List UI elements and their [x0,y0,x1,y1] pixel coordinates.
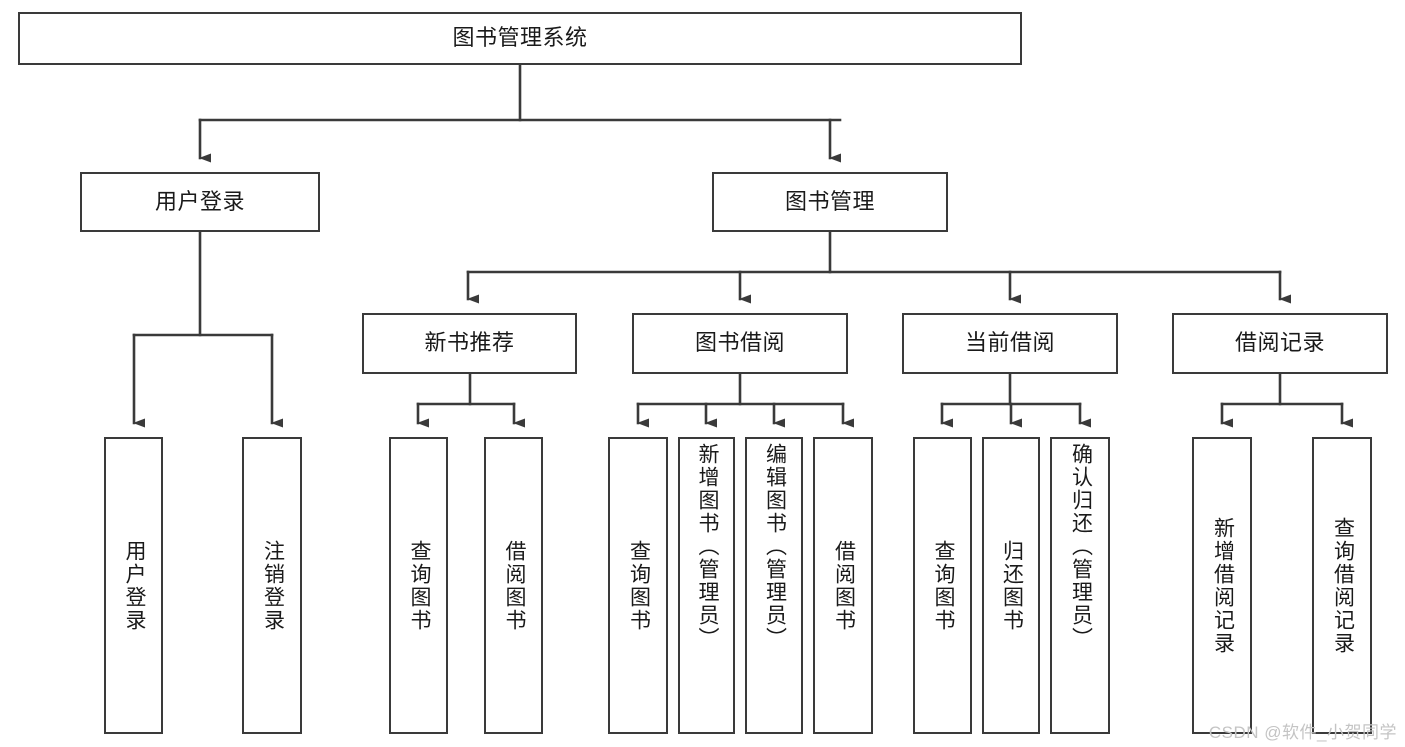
leaf-inner: 归还图书 [984,439,1038,732]
node-leaf-borrow-book-label: 借阅图书 [832,539,856,632]
node-root-label: 图书管理系统 [452,25,588,51]
node-leaf-query-borrow-record-label: 查询借阅记录 [1331,516,1355,655]
node-leaf-query-book-current[interactable]: 查询图书 [913,437,972,734]
leaf-inner: 用户登录 [106,439,161,732]
node-leaf-query-book-borrow[interactable]: 查询图书 [608,437,668,734]
node-current-borrow-label: 当前借阅 [964,330,1055,356]
leaf-inner: 查询图书 [610,439,666,732]
node-user-login[interactable]: 用户登录 [80,172,320,232]
node-user-login-label: 用户登录 [154,188,245,214]
node-leaf-borrow-book[interactable]: 借阅图书 [813,437,873,734]
node-book-manage-label: 图书管理 [784,188,875,214]
node-leaf-return-book[interactable]: 归还图书 [982,437,1040,734]
node-leaf-user-login-label: 用户登录 [122,539,146,632]
leaf-inner: 编辑图书（管理员） [747,439,801,736]
node-leaf-add-book-admin-label: 新增图书（管理员） [695,443,719,650]
node-leaf-borrow-book-new[interactable]: 借阅图书 [484,437,543,734]
node-leaf-borrow-book-new-label: 借阅图书 [502,539,526,632]
leaf-inner: 查询借阅记录 [1314,439,1370,732]
node-leaf-user-login[interactable]: 用户登录 [104,437,163,734]
node-new-book-recommend-label: 新书推荐 [424,330,515,356]
node-leaf-query-book-borrow-label: 查询图书 [627,539,651,632]
node-new-book-recommend[interactable]: 新书推荐 [362,313,577,374]
node-book-borrow-label: 图书借阅 [694,330,785,356]
node-leaf-query-book-new[interactable]: 查询图书 [389,437,448,734]
node-leaf-add-borrow-record[interactable]: 新增借阅记录 [1192,437,1252,734]
node-current-borrow[interactable]: 当前借阅 [902,313,1118,374]
node-leaf-add-borrow-record-label: 新增借阅记录 [1211,516,1235,655]
node-leaf-edit-book-admin[interactable]: 编辑图书（管理员） [745,437,803,734]
watermark-text: CSDN @软件_小贺同学 [1208,723,1397,742]
leaf-inner: 查询图书 [391,439,446,732]
leaf-inner: 查询图书 [915,439,970,732]
leaf-inner: 借阅图书 [486,439,541,732]
node-leaf-return-book-label: 归还图书 [1000,539,1024,632]
leaf-inner: 注销登录 [244,439,300,732]
node-borrow-record[interactable]: 借阅记录 [1172,313,1388,374]
node-leaf-query-book-current-label: 查询图书 [931,539,955,632]
leaf-inner: 确认归还（管理员） [1052,439,1108,736]
node-leaf-user-logout[interactable]: 注销登录 [242,437,302,734]
node-borrow-record-label: 借阅记录 [1234,330,1325,356]
node-leaf-edit-book-admin-label: 编辑图书（管理员） [763,443,787,650]
node-leaf-add-book-admin[interactable]: 新增图书（管理员） [678,437,735,734]
node-book-borrow[interactable]: 图书借阅 [632,313,848,374]
leaf-inner: 新增借阅记录 [1194,439,1250,732]
node-leaf-confirm-return-admin[interactable]: 确认归还（管理员） [1050,437,1110,734]
node-leaf-user-logout-label: 注销登录 [261,539,285,632]
leaf-inner: 新增图书（管理员） [680,439,733,736]
node-leaf-confirm-return-admin-label: 确认归还（管理员） [1069,443,1093,650]
node-leaf-query-book-new-label: 查询图书 [407,539,431,632]
node-leaf-query-borrow-record[interactable]: 查询借阅记录 [1312,437,1372,734]
leaf-inner: 借阅图书 [815,439,871,732]
node-root[interactable]: 图书管理系统 [18,12,1022,65]
node-book-manage[interactable]: 图书管理 [712,172,948,232]
